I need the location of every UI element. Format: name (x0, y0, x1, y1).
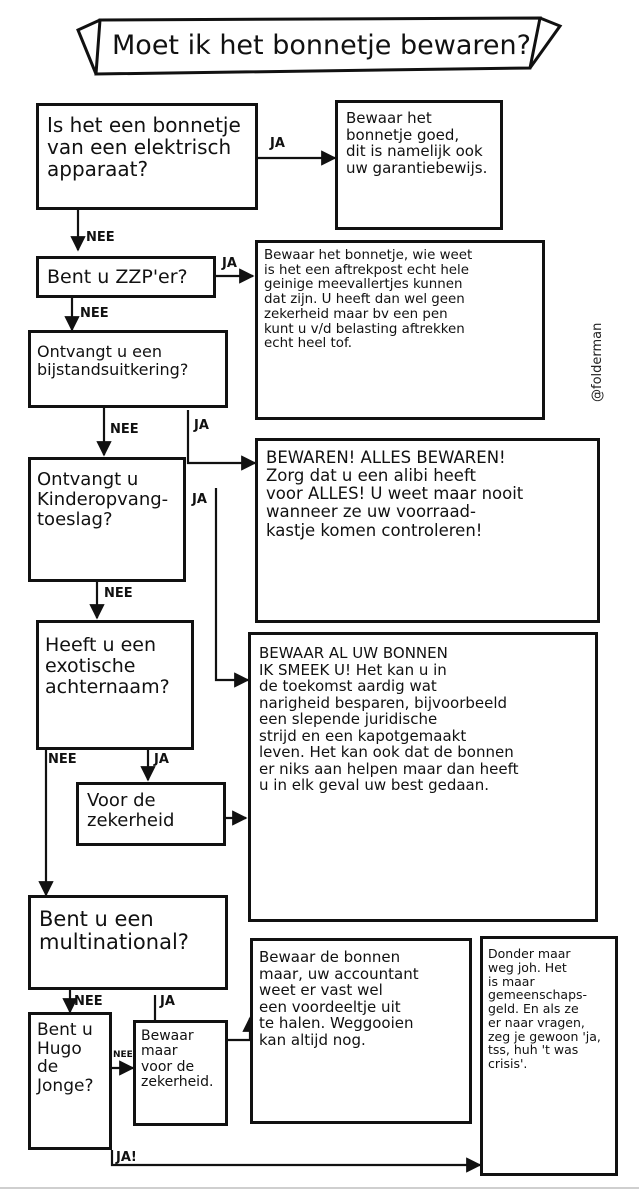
arrow-q4-a5 (214, 488, 250, 688)
question-kinderopvangtoeslag: Ontvangt u Kinderopvang- toeslag? (28, 457, 186, 582)
label-ja-q1: JA (270, 136, 285, 151)
question-text: Is het een bonnetje van een elektrisch a… (47, 113, 241, 181)
label-ja-q4: JA (192, 492, 207, 507)
label-ja-q7: JA! (116, 1150, 137, 1165)
author-credit: @folderman (590, 322, 605, 402)
answer-donder-maar-weg: Donder maar weg joh. Het is maar gemeens… (480, 936, 618, 1176)
answer-text: Bewaar de bonnen maar, uw accountant wee… (259, 948, 419, 1049)
label-nee-q4: NEE (104, 586, 133, 601)
question-text: Ontvangt u een bijstandsuitkering? (37, 342, 189, 379)
answer-text: Donder maar weg joh. Het is maar gemeens… (488, 946, 601, 1071)
page-title: Moet ik het bonnetje bewaren? (112, 30, 531, 61)
question-text: Ontvangt u Kinderopvang- toeslag? (37, 469, 169, 530)
label-ja-q2: JA (222, 256, 237, 271)
label-nee-q5: NEE (48, 752, 77, 767)
answer-garantiebewijs: Bewaar het bonnetje goed, dit is namelij… (335, 100, 503, 230)
answer-text: Bewaar het bonnetje goed, dit is namelij… (346, 109, 488, 177)
answer-text: BEWAAR AL UW BONNEN IK SMEEK U! Het kan … (259, 644, 519, 794)
answer-text: Bewaar het bonnetje, wie weet is het een… (264, 248, 473, 352)
answer-alles-bewaren: BEWAREN! ALLES BEWAREN! Zorg dat u een a… (255, 438, 600, 623)
label-nee-q7: NEE (113, 1050, 133, 1060)
answer-bewaar-voor-de-zekerheid: Bewaar maar voor de zekerheid. (133, 1020, 228, 1126)
label-nee-q1: NEE (86, 230, 115, 245)
footer-divider (0, 1187, 639, 1189)
question-text: Bent u een multinational? (39, 907, 189, 955)
question-exotische-achternaam: Heeft u een exotische achternaam? (36, 620, 194, 750)
node-voor-de-zekerheid: Voor de zekerheid (76, 782, 226, 846)
question-text: Heeft u een exotische achternaam? (45, 634, 170, 698)
answer-accountant: Bewaar de bonnen maar, uw accountant wee… (250, 938, 472, 1124)
question-text: Bent u Hugo de Jonge? (37, 1020, 94, 1097)
question-hugo-de-jonge: Bent u Hugo de Jonge? (28, 1012, 112, 1150)
label-nee-q2: NEE (80, 306, 109, 321)
answer-text: BEWAREN! ALLES BEWAREN! Zorg dat u een a… (266, 448, 524, 540)
arrow-q7-a8 (110, 1150, 482, 1173)
answer-text: Bewaar maar voor de zekerheid. (141, 1028, 214, 1091)
question-zzp: Bent u ZZP'er? (36, 256, 216, 298)
question-text: Bent u ZZP'er? (47, 266, 188, 288)
question-elektrisch-apparaat: Is het een bonnetje van een elektrisch a… (36, 103, 258, 210)
label-ja-q3: JA (194, 418, 209, 433)
arrow-q3-a3 (186, 410, 257, 471)
question-multinational: Bent u een multinational? (28, 895, 228, 990)
node-text: Voor de zekerheid (87, 790, 175, 831)
question-bijstandsuitkering: Ontvangt u een bijstandsuitkering? (28, 330, 228, 408)
label-nee-q6: NEE (74, 994, 103, 1009)
label-ja-q5: JA (154, 752, 169, 767)
title-banner (76, 16, 563, 76)
label-ja-q6: JA (160, 994, 175, 1009)
label-nee-q3: NEE (110, 422, 139, 437)
answer-al-uw-bonnen: BEWAAR AL UW BONNEN IK SMEEK U! Het kan … (248, 632, 598, 922)
answer-aftrekpost: Bewaar het bonnetje, wie weet is het een… (255, 240, 545, 420)
